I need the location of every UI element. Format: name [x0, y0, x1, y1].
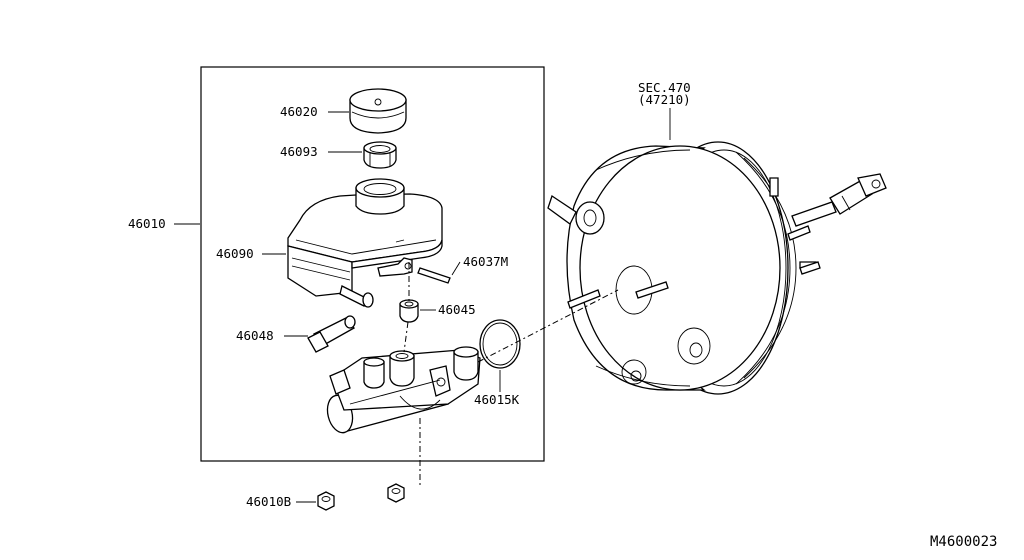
mounting-nut-left: [317, 491, 335, 511]
label-46045: 46045: [438, 302, 476, 317]
o-ring: [479, 319, 521, 369]
label-46020: 46020: [280, 104, 318, 119]
reservoir-cap: [349, 88, 407, 134]
label-46015k: 46015K: [474, 392, 520, 407]
label-46037m: 46037M: [463, 254, 508, 269]
label-sec-470: SEC.470: [638, 80, 691, 95]
label-46090: 46090: [216, 246, 254, 261]
label-46048: 46048: [236, 328, 274, 343]
label-46010b: 46010B: [246, 494, 291, 509]
connector-hose: [307, 315, 356, 353]
retaining-pin: [417, 267, 451, 284]
mounting-nut-right: [387, 483, 405, 503]
brake-booster: [547, 141, 887, 395]
reservoir-tank: [287, 178, 443, 308]
label-46093: 46093: [280, 144, 318, 159]
master-cylinder: [326, 346, 481, 434]
grommet: [399, 299, 419, 323]
reservoir-filter: [363, 141, 397, 169]
assembly-frame: [200, 66, 545, 462]
diagram-id: M4600023: [930, 534, 997, 550]
label-sec-ref: (47210): [638, 92, 691, 107]
label-46010: 46010: [128, 216, 166, 231]
